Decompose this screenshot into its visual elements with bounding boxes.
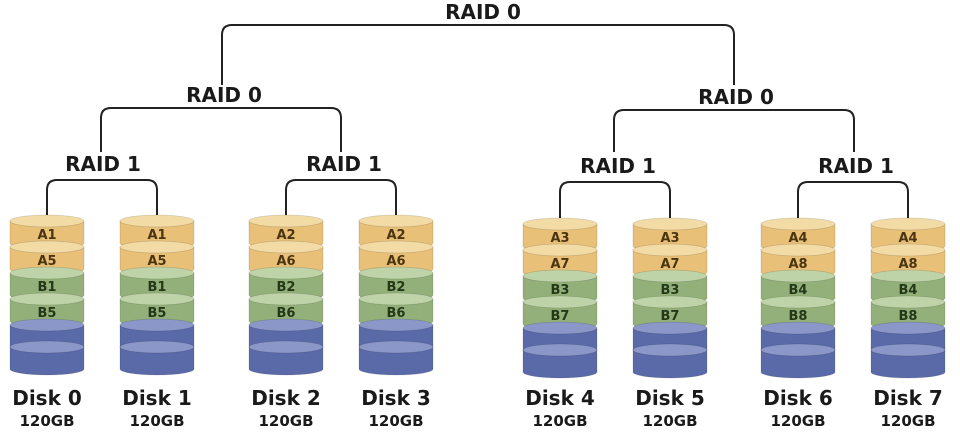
block-label: B5 [148,306,167,321]
block-label: A1 [147,228,166,243]
block-label: A6 [276,254,295,269]
block-label: B7 [551,309,570,324]
raid1-pair-3-label: RAID 1 [818,154,894,178]
block-label: A3 [660,231,679,246]
block-label: A8 [788,257,807,272]
block-label: B2 [387,280,406,295]
block-label: B4 [899,283,918,298]
raid1-pair-3-connector [797,181,909,218]
raid1-pair-0-label: RAID 1 [65,152,141,176]
disk-name: Disk 6 [763,386,833,410]
block-label: B6 [277,306,296,321]
block-label: A5 [147,254,166,269]
block-label: A8 [898,257,917,272]
empty-block [522,343,598,379]
block-label: A1 [37,228,56,243]
disk-name: Disk 7 [873,386,943,410]
disk-size: 120GB [19,412,74,430]
block-label: B3 [551,283,570,298]
block-label: A4 [788,231,807,246]
block-label: A4 [898,231,917,246]
raid1-pair-0-connector [46,179,158,215]
disk-size: 120GB [129,412,184,430]
raid1-pair-2-connector [559,181,671,218]
empty-block [358,340,434,376]
disk-name: Disk 1 [122,386,192,410]
disk-size: 120GB [880,412,935,430]
left-raid0-connector [100,107,342,152]
block-label: B2 [277,280,296,295]
disk-size: 120GB [642,412,697,430]
raid1-pair-1-label: RAID 1 [306,152,382,176]
top-raid0-connector [221,24,735,85]
block-label: B3 [661,283,680,298]
block-label: B8 [899,309,918,324]
block-label: A6 [386,254,405,269]
raid0-left-label: RAID 0 [186,83,262,107]
block-label: A7 [550,257,569,272]
disk-size: 120GB [532,412,587,430]
empty-block [9,340,85,376]
empty-block [248,340,324,376]
empty-block [760,343,836,379]
right-raid0-connector [613,109,855,152]
empty-block [119,340,195,376]
block-label: B6 [387,306,406,321]
block-label: A5 [37,254,56,269]
raid1-pair-2-label: RAID 1 [580,154,656,178]
block-label: A2 [386,228,405,243]
disk-size: 120GB [258,412,313,430]
disk-name: Disk 3 [361,386,431,410]
disk-name: Disk 0 [12,386,82,410]
block-label: B1 [38,280,57,295]
block-label: A3 [550,231,569,246]
disk-size: 120GB [368,412,423,430]
block-label: B8 [789,309,808,324]
empty-block [870,343,946,379]
disk-size: 120GB [770,412,825,430]
empty-block [632,343,708,379]
block-label: B5 [38,306,57,321]
disk-name: Disk 2 [251,386,321,410]
raid0-right-label: RAID 0 [698,85,774,109]
raid0-top-label: RAID 0 [445,0,521,24]
block-label: B4 [789,283,808,298]
block-label: B1 [148,280,167,295]
connector-lines [46,24,909,218]
raid1-pair-1-connector [285,179,397,215]
block-label: A2 [276,228,295,243]
block-label: A7 [660,257,679,272]
disk-name: Disk 5 [635,386,705,410]
disk-name: Disk 4 [525,386,595,410]
block-label: B7 [661,309,680,324]
